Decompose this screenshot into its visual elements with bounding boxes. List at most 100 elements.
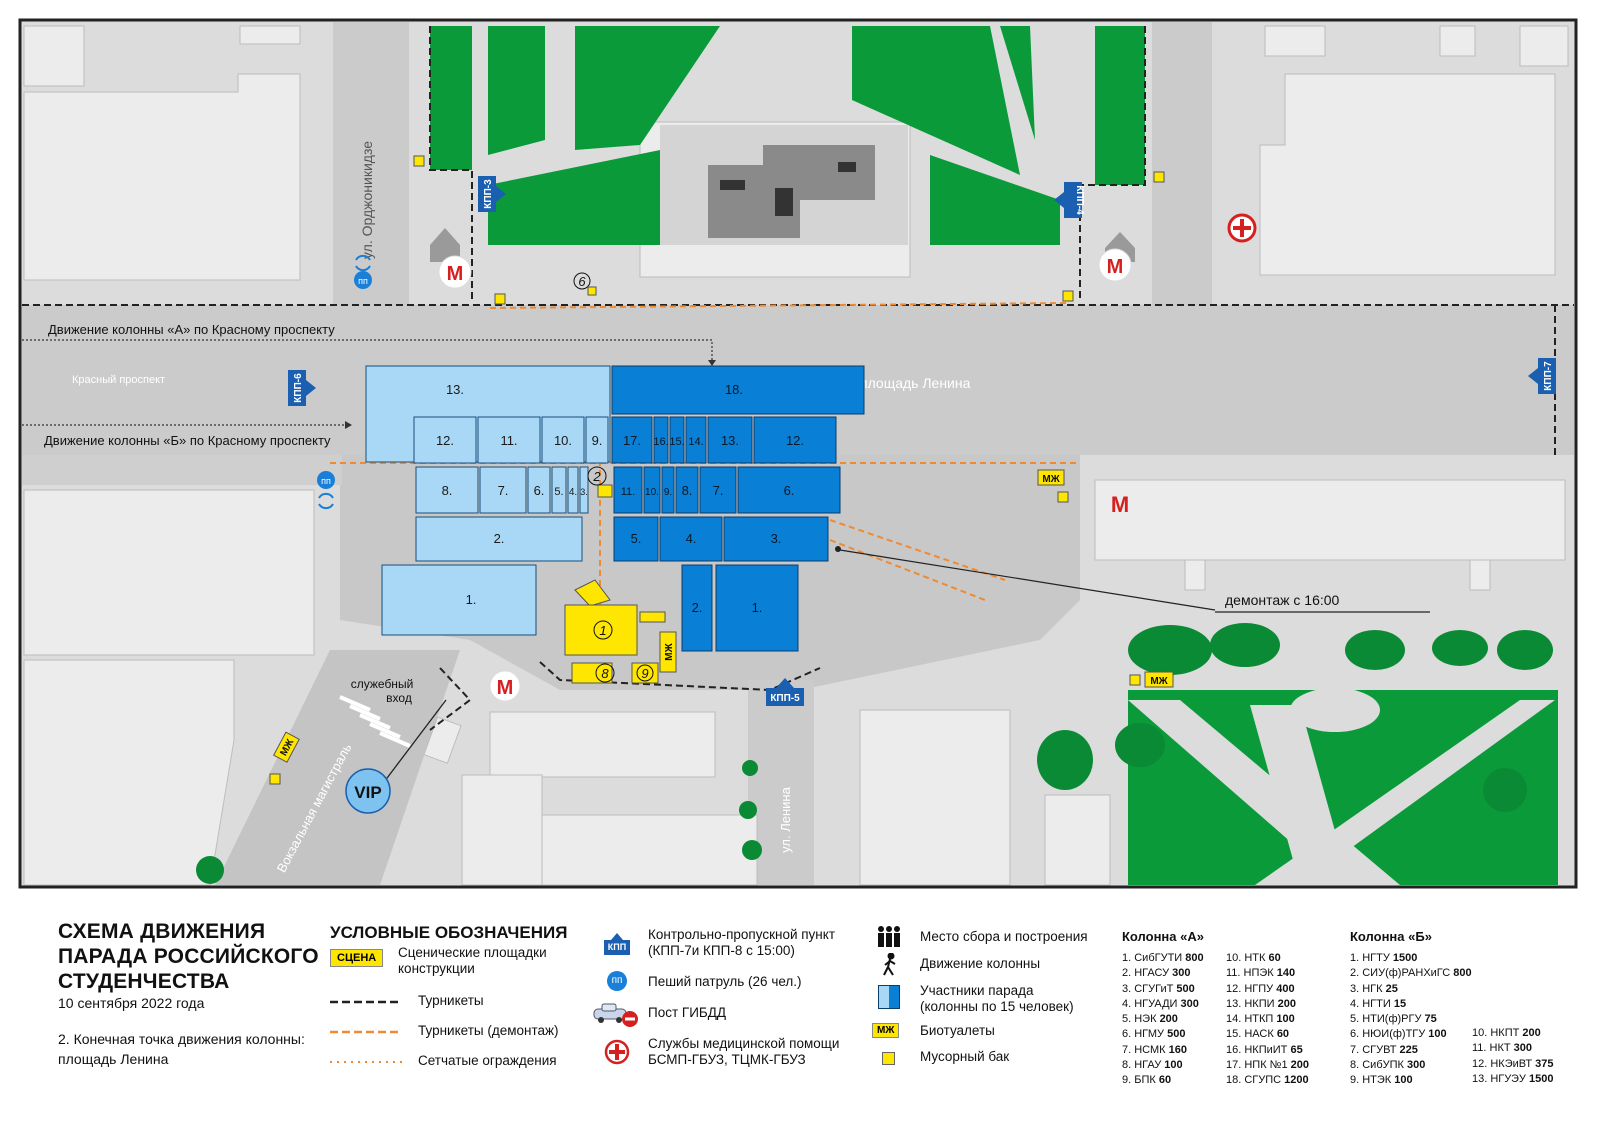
column-a-item-count: 400 (1276, 982, 1295, 995)
checkpoint-kpp7: КПП-7 (1528, 358, 1556, 394)
street-krasny: Красный проспект (72, 374, 165, 386)
kpp-icon-label: КПП (607, 942, 627, 952)
column-b-item-number: 4. (1350, 997, 1363, 1010)
dismantle-label: демонтаж с 16:00 (1225, 592, 1340, 608)
column-a-item-name: НТК (1244, 952, 1269, 964)
column-b-item: 1. НГТУ 1500 (1350, 951, 1472, 966)
column-a-item-name: НКПиИТ (1244, 1043, 1291, 1056)
metro-icon-4 (489, 670, 521, 702)
top-park (430, 26, 1145, 245)
kpp-desc-l1: Контрольно-пропускной пункт (648, 927, 836, 942)
column-b-item-count: 1500 (1528, 1072, 1554, 1085)
column-a-item: 17. НПК №1 200 (1226, 1058, 1309, 1073)
turnstiles-lines (22, 26, 1574, 731)
column-b-item: 8. СибУПК 300 (1350, 1058, 1472, 1073)
kpp-icon: КПП (604, 931, 630, 957)
column-a-item: 5. НЭК 200 (1122, 1012, 1204, 1027)
route-a-arrowhead (708, 360, 716, 366)
checkpoint-kpp4: КПП-4 (1054, 182, 1085, 218)
endpoint-line-2: площадь Ленина (58, 1051, 169, 1067)
label-b-2: 2. (692, 600, 703, 615)
stage-number-labels: 1 2 6 8 9 (573, 272, 654, 683)
column-a-item-number: 15. (1226, 1028, 1245, 1041)
column-a-item: 14. НТКП 100 (1226, 1012, 1309, 1027)
stage-num-6: 6 (578, 274, 586, 289)
column-b-item-count: 800 (1453, 967, 1472, 980)
label-b-12: 12. (786, 433, 804, 448)
checkpoint-kpp3: КПП-3 (478, 176, 506, 212)
patrol-icon-1: пп (354, 254, 372, 289)
zebra-crossing (339, 695, 411, 748)
label-b-5: 5. (631, 531, 642, 546)
column-a-item-number: 1. (1122, 952, 1135, 964)
column-b-item-number: 2. (1350, 967, 1363, 980)
column-a-blocks (365, 365, 611, 636)
metro-icon-1 (438, 255, 472, 289)
street-lenina: ул. Ленина (778, 786, 793, 852)
stage-desc-l2: конструкции (398, 961, 475, 976)
column-a-item: 4. НГУАДИ 300 (1122, 997, 1204, 1012)
column-a-item-count: 500 (1167, 1028, 1186, 1041)
column-b-item-name: НКТ (1489, 1042, 1514, 1055)
kpp4-label: КПП-4 (1074, 185, 1085, 215)
column-a-item-count: 500 (1176, 982, 1195, 995)
column-b-blocks (611, 365, 865, 652)
legend-heading: УСЛОВНЫЕ ОБОЗНАЧЕНИЯ (330, 923, 568, 942)
label-a-3: 3. (580, 487, 588, 497)
label-b-4: 4. (686, 531, 697, 546)
column-b-item-number: 12. (1472, 1057, 1491, 1070)
block-b-7 (699, 466, 737, 514)
label-a-9: 9. (592, 433, 603, 448)
column-a-labels: 13. 12. 11. 10. 9. 8. 7. 6. 5. 4. 3. 2. … (436, 382, 602, 607)
block-b-2 (681, 564, 713, 652)
column-b-item-count: 200 (1522, 1027, 1541, 1039)
column-b-item-name: НГТУ (1362, 952, 1393, 964)
mj-label-stage: МЖ (664, 642, 675, 660)
block-b-12 (753, 416, 837, 464)
street-lenin-square: площадь Ленина (860, 375, 971, 391)
turnstile-line-icon (330, 1000, 402, 1004)
label-b-18: 18. (725, 382, 743, 397)
column-a-item-name: БПК (1134, 1074, 1159, 1087)
people-group-icon (878, 926, 900, 947)
column-b-item-count: 25 (1385, 982, 1398, 995)
label-a-6: 6. (534, 483, 545, 498)
vip-label: VIP (354, 783, 381, 802)
label-a-5: 5. (554, 486, 563, 498)
block-b-15 (669, 416, 685, 464)
column-b-item: 11. НКТ 300 (1472, 1041, 1554, 1056)
label-b-11: 11. (621, 486, 635, 498)
column-a-item-count: 200 (1277, 997, 1296, 1010)
column-a-item-name: СГУПС (1244, 1074, 1285, 1087)
column-a-item: 16. НКПиИТ 65 (1226, 1043, 1309, 1058)
medical-icon (1227, 213, 1257, 243)
column-a-item: 2. НГАСУ 300 (1122, 966, 1204, 981)
title-line-2: ПАРАДА РОССИЙСКОГО (58, 945, 319, 968)
gathering-label: Место сбора и построения (920, 929, 1088, 944)
column-b-item-name: НГТИ (1362, 997, 1394, 1010)
column-b-item-number: 11. (1472, 1042, 1490, 1055)
right-vertical-road (1152, 22, 1212, 305)
block-b-13 (707, 416, 753, 464)
column-a-item-name: СГУГиТ (1134, 982, 1177, 995)
kpp6-label: КПП-6 (293, 373, 304, 403)
column-a-item-number: 9. (1122, 1074, 1135, 1087)
patrol-label-2: пп (321, 476, 331, 486)
parade-map: демонтаж с 16:00 Движение колонны «А» по… (18, 18, 1578, 889)
column-a-item: 15. НАСК 60 (1226, 1027, 1309, 1042)
participants-swatch (878, 985, 900, 1009)
opera-theatre-building (660, 125, 908, 245)
column-b-labels: 18. 17. 16. 15. 14. 13. 12. 11. 10. 9. 8… (621, 382, 804, 615)
block-b-5 (613, 516, 659, 562)
column-a-item-number: 17. (1226, 1059, 1245, 1072)
turnstiles-dismantle-label: Турникеты (демонтаж) (418, 1023, 559, 1038)
label-b-1: 1. (752, 600, 763, 615)
walking-person-icon (883, 953, 896, 976)
legend-title: СХЕМА ДВИЖЕНИЯ ПАРАДА РОССИЙСКОГО СТУДЕН… (58, 919, 319, 994)
label-a-10: 10. (554, 433, 572, 448)
checkpoint-kpp5: КПП-5 (766, 678, 804, 706)
column-b-item: 6. НЮИ(ф)ТГУ 100 (1350, 1027, 1472, 1042)
column-b-item-count: 75 (1424, 1013, 1437, 1026)
column-b-item-name: НКПТ (1490, 1027, 1523, 1039)
column-a-item: 18. СГУПС 1200 (1226, 1073, 1309, 1088)
